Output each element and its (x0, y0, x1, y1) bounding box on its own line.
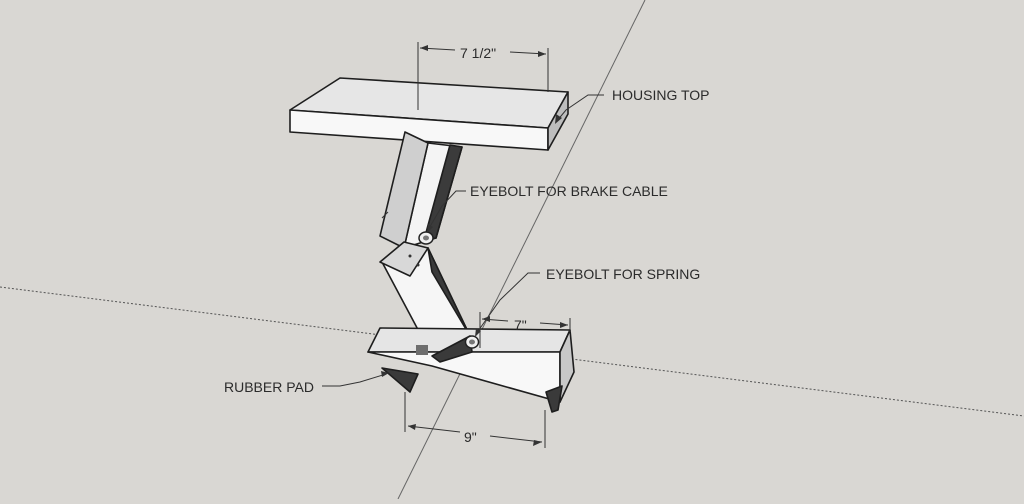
dimension-base-length-label: 7" (514, 317, 527, 333)
dimension-top-width: 7 1/2" (417, 42, 549, 110)
eyebolt-brake-leader (427, 190, 466, 231)
dimension-base-length: 7" (479, 312, 571, 348)
rubber-pad (381, 367, 563, 413)
green-axis-line (397, 0, 646, 500)
label-rubber-pad: RUBBER PAD (224, 379, 314, 395)
label-housing-top: HOUSING TOP (612, 87, 710, 103)
label-eyebolt-brake-cable: EYEBOLT FOR BRAKE CABLE (470, 183, 668, 199)
eyebolt-spring (464, 335, 480, 349)
upper-arm (379, 131, 463, 249)
label-eyebolt-spring: EYEBOLT FOR SPRING (546, 266, 700, 282)
dimension-pad-length: 9" (404, 392, 546, 448)
rubber-pad-leader (322, 373, 387, 387)
eyebolt-spring-leader (475, 272, 540, 335)
dimension-top-width-label: 7 1/2" (460, 45, 496, 61)
eyebolt-brake-cable (418, 231, 434, 245)
housing-top-leader (555, 94, 604, 123)
housing-top-block (289, 77, 569, 151)
dimension-pad-length-label: 9" (464, 429, 477, 445)
